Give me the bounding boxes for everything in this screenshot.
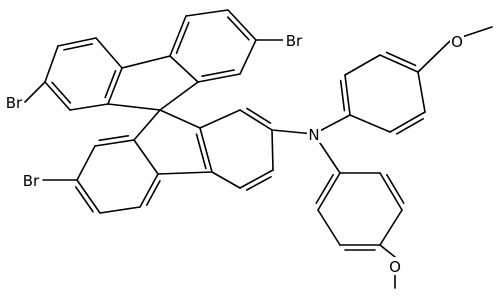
atom-br-top-right: Br xyxy=(283,31,305,50)
bond xyxy=(195,133,207,170)
bond xyxy=(98,135,130,142)
atom-br-left: Br xyxy=(2,93,24,112)
bond xyxy=(169,55,199,83)
bond xyxy=(379,172,403,211)
bond xyxy=(211,171,241,189)
bond xyxy=(185,9,229,17)
br-label: Br xyxy=(286,32,303,50)
bond xyxy=(379,54,419,73)
bond xyxy=(76,145,96,181)
bond xyxy=(344,74,351,116)
bond xyxy=(396,118,424,135)
bond xyxy=(317,209,341,246)
bond xyxy=(379,209,403,246)
atom-nitrogen: N xyxy=(307,125,321,144)
bond xyxy=(245,175,272,191)
bond xyxy=(349,114,391,133)
bond xyxy=(69,103,109,111)
bond xyxy=(63,43,93,51)
bond xyxy=(417,71,426,113)
bond xyxy=(133,139,159,175)
bond xyxy=(227,9,257,41)
bond xyxy=(104,70,117,99)
bond xyxy=(385,51,417,67)
bond xyxy=(201,69,235,77)
bond xyxy=(94,139,135,147)
bond xyxy=(317,172,341,211)
bond xyxy=(386,173,405,204)
n-label: N xyxy=(308,126,319,144)
bond xyxy=(24,81,46,103)
bond xyxy=(339,79,346,112)
o-label: O xyxy=(451,33,463,51)
bond xyxy=(99,206,141,214)
bond xyxy=(389,111,426,133)
bond xyxy=(57,37,97,47)
bond xyxy=(76,179,101,214)
bond xyxy=(44,45,59,83)
bond xyxy=(239,169,274,189)
bond xyxy=(271,129,274,171)
bond xyxy=(197,73,241,83)
bond xyxy=(159,81,199,111)
bond xyxy=(246,107,272,124)
bond xyxy=(51,81,72,104)
bond xyxy=(133,109,161,141)
atom-oxygen-bottom: O xyxy=(388,257,402,276)
bond xyxy=(159,109,201,129)
bond xyxy=(199,127,213,173)
atom-br-lower-left: Br xyxy=(20,171,42,190)
bond xyxy=(175,21,190,55)
bond xyxy=(157,171,213,175)
atom-oxygen-top: O xyxy=(450,32,464,51)
bond xyxy=(95,37,123,69)
bond xyxy=(226,16,250,41)
bond xyxy=(74,186,94,213)
bond xyxy=(145,179,161,206)
bond xyxy=(199,109,241,129)
bond xyxy=(239,39,257,75)
bond xyxy=(169,15,187,57)
bond xyxy=(139,173,159,208)
bond xyxy=(417,40,451,73)
bond xyxy=(379,244,396,258)
br-label: Br xyxy=(6,94,23,112)
bond xyxy=(107,103,161,111)
br-label: Br xyxy=(23,172,40,190)
o-label: O xyxy=(389,258,401,276)
bond xyxy=(44,81,71,111)
bond xyxy=(121,55,171,69)
bond xyxy=(344,54,381,76)
bond xyxy=(107,67,123,105)
bond-lines xyxy=(24,9,493,289)
bond xyxy=(315,173,334,204)
bond xyxy=(239,109,273,131)
